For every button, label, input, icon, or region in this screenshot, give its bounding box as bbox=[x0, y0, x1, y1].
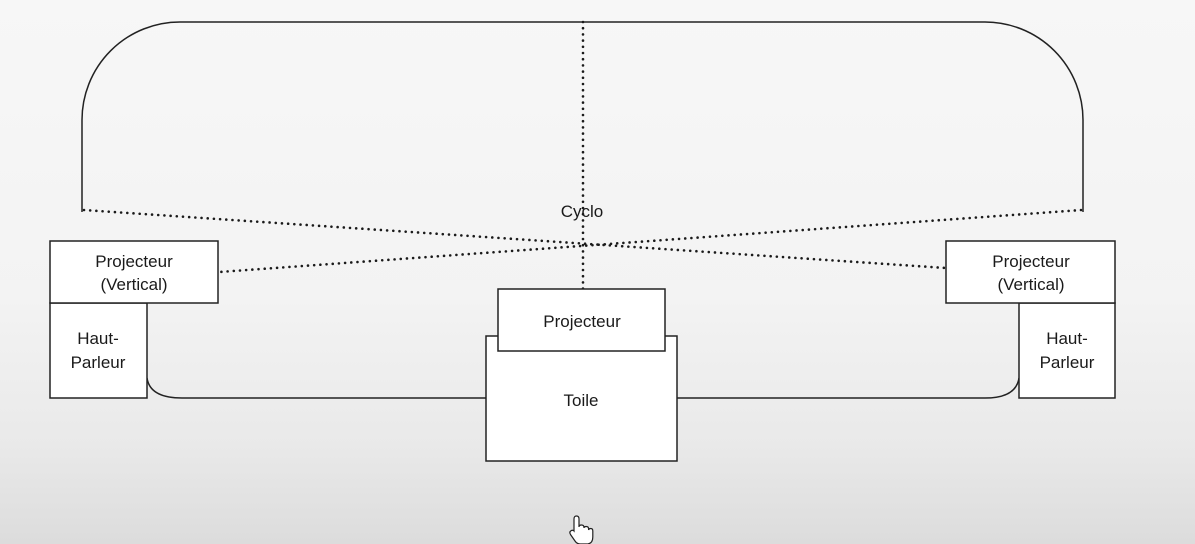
right-projector-line1: Projecteur bbox=[992, 252, 1070, 271]
right-speaker-line2: Parleur bbox=[1040, 353, 1095, 372]
right-projector-line2: (Vertical) bbox=[997, 275, 1064, 294]
cyclo-bottom-left bbox=[146, 377, 486, 399]
cyclo-bottom-right bbox=[677, 377, 1020, 399]
left-speaker: Haut- Parleur bbox=[49, 302, 148, 399]
left-projector: Projecteur (Vertical) bbox=[49, 240, 219, 304]
right-speaker-line1: Haut- bbox=[1046, 329, 1088, 348]
left-projector-line1: Projecteur bbox=[95, 252, 173, 271]
right-speaker: Haut- Parleur bbox=[1018, 302, 1116, 399]
right-projector: Projecteur (Vertical) bbox=[945, 240, 1116, 304]
projection-line-left-to-right bbox=[82, 208, 948, 270]
screen-toile: Toile bbox=[485, 335, 678, 462]
left-projector-line2: (Vertical) bbox=[100, 275, 167, 294]
center-projector-label: Projecteur bbox=[543, 312, 621, 331]
hand-pointer-icon bbox=[569, 515, 594, 544]
center-projector: Projecteur bbox=[497, 288, 666, 352]
left-speaker-line1: Haut- bbox=[77, 329, 119, 348]
cyclo-label: Cyclo bbox=[561, 202, 604, 221]
left-speaker-line2: Parleur bbox=[71, 353, 126, 372]
projection-line-right-to-left bbox=[217, 208, 1083, 274]
screen-toile-label: Toile bbox=[564, 391, 599, 410]
